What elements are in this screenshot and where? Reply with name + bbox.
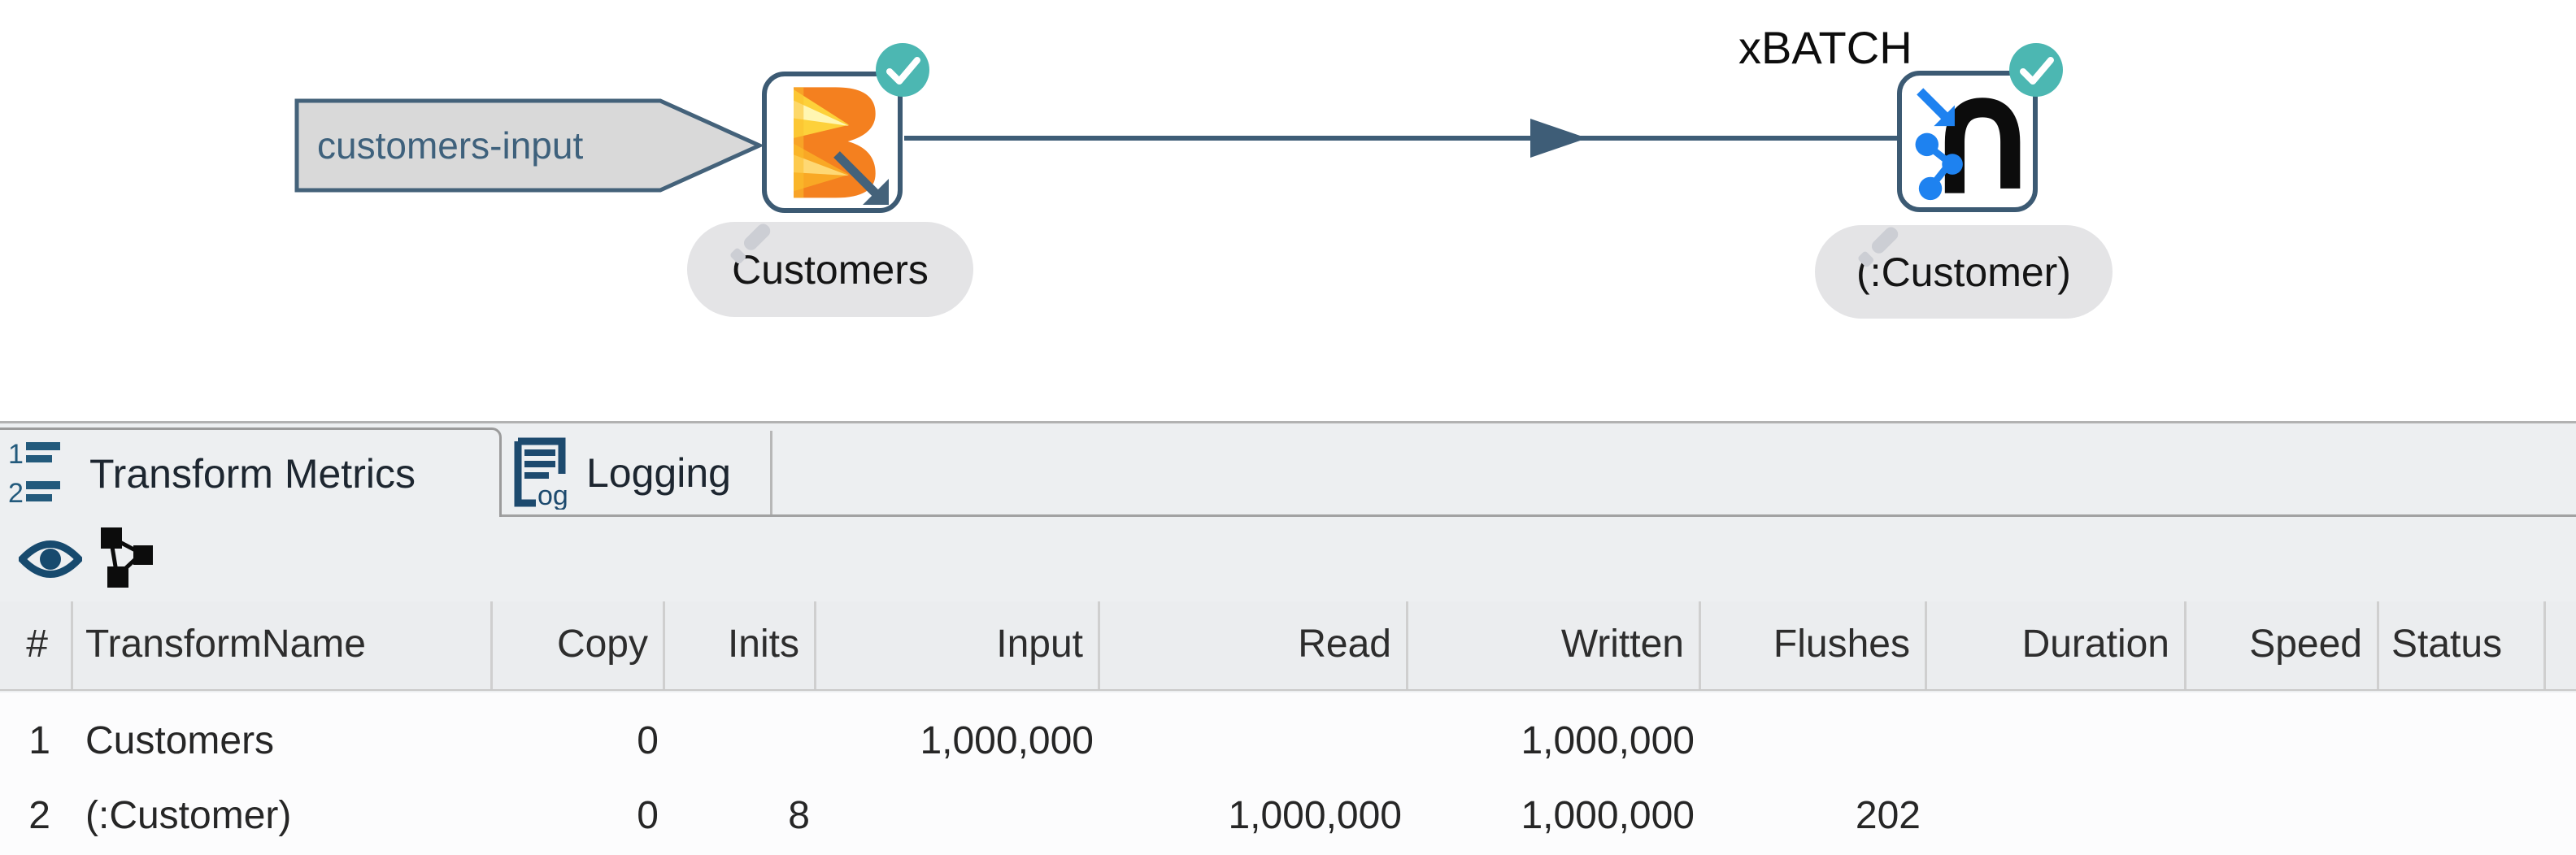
cell-read: 1,000,000 bbox=[1228, 794, 1402, 837]
cell-input bbox=[816, 779, 1100, 853]
success-check-icon bbox=[2009, 43, 2063, 97]
metrics-table-body: 1 Customers 0 1,000,000 1,000,000 2 (:Cu… bbox=[0, 692, 2576, 855]
cell-copy: 0 bbox=[637, 794, 659, 837]
edit-pencil-icon bbox=[730, 224, 771, 264]
input-callout[interactable]: customers-input bbox=[294, 98, 766, 193]
svg-text:1: 1 bbox=[8, 439, 24, 470]
cell-name: Customers bbox=[85, 719, 275, 762]
hop-line[interactable] bbox=[0, 0, 2576, 421]
cell-num: 2 bbox=[28, 794, 50, 837]
metrics-table-header: # TransformName Copy Inits Input Read Wr… bbox=[0, 601, 2576, 691]
cell-status bbox=[2379, 704, 2546, 779]
col-header-inits[interactable]: Inits bbox=[665, 601, 816, 689]
cell-inits: 8 bbox=[788, 794, 810, 837]
cell-name: (:Customer) bbox=[85, 794, 292, 837]
tabrow-divider bbox=[502, 514, 2576, 517]
output-arrow-icon bbox=[833, 151, 889, 205]
cell-num: 1 bbox=[28, 719, 50, 762]
table-row[interactable]: 1 Customers 0 1,000,000 1,000,000 bbox=[15, 704, 2576, 779]
transform-node-customers[interactable] bbox=[762, 72, 903, 213]
cell-input: 1,000,000 bbox=[920, 719, 1094, 762]
tab-label: Transform Metrics bbox=[89, 450, 416, 497]
node-label-text: Customers bbox=[732, 246, 929, 293]
cell-duration bbox=[1927, 704, 2187, 779]
cell-written: 1,000,000 bbox=[1521, 794, 1695, 837]
col-header-copy[interactable]: Copy bbox=[493, 601, 665, 689]
cell-speed bbox=[2187, 779, 2379, 853]
tab-logging[interactable]: og Logging bbox=[502, 431, 772, 514]
preview-eye-icon[interactable] bbox=[19, 536, 82, 583]
col-header-read[interactable]: Read bbox=[1100, 601, 1408, 689]
cell-flushes: 202 bbox=[1855, 794, 1921, 837]
neo4j-output-icon bbox=[1915, 88, 2021, 201]
cell-duration bbox=[1927, 779, 2187, 853]
callout-label: customers-input bbox=[317, 124, 583, 167]
node-label-text: (:Customer) bbox=[1856, 249, 2071, 295]
cell-speed bbox=[2187, 704, 2379, 779]
transform-node-customer-output[interactable] bbox=[1897, 71, 2038, 212]
cell-inits bbox=[665, 704, 816, 779]
tab-transform-metrics[interactable]: 1 2 Transform Metrics bbox=[0, 428, 502, 517]
hop-arrowhead bbox=[1530, 119, 1587, 158]
col-header-filler bbox=[2546, 601, 2576, 689]
table-row[interactable]: 2 (:Customer) 0 8 1,000,000 1,000,000 20… bbox=[15, 779, 2576, 853]
cell-read bbox=[1100, 704, 1408, 779]
pipeline-canvas[interactable]: customers-input bbox=[0, 0, 2576, 421]
col-header-speed[interactable]: Speed bbox=[2187, 601, 2379, 689]
cell-flushes bbox=[1701, 704, 1927, 779]
node-label-customers[interactable]: Customers bbox=[687, 222, 973, 317]
log-document-icon: og bbox=[514, 437, 568, 510]
cell-status bbox=[2379, 779, 2546, 853]
callout-shape bbox=[294, 98, 765, 193]
lineage-graph-icon[interactable] bbox=[96, 526, 156, 589]
tab-label: Logging bbox=[586, 449, 731, 496]
cell-written: 1,000,000 bbox=[1521, 719, 1695, 762]
numbered-list-icon: 1 2 bbox=[8, 439, 60, 509]
success-check-icon bbox=[876, 43, 929, 97]
beam-transform-icon bbox=[794, 87, 876, 198]
node-label-customer-output[interactable]: (:Customer) bbox=[1815, 225, 2113, 319]
col-header-input[interactable]: Input bbox=[816, 601, 1100, 689]
col-header-flushes[interactable]: Flushes bbox=[1701, 601, 1927, 689]
col-header-duration[interactable]: Duration bbox=[1927, 601, 2187, 689]
col-header-written[interactable]: Written bbox=[1408, 601, 1701, 689]
col-header-name[interactable]: TransformName bbox=[73, 601, 493, 689]
node-annotation-xbatch: xBATCH bbox=[1738, 22, 1912, 73]
col-header-num[interactable]: # bbox=[0, 601, 73, 689]
svg-text:og: og bbox=[537, 480, 568, 510]
execution-results-panel: 1 2 Transform Metrics og Logging bbox=[0, 421, 2576, 855]
cell-copy: 0 bbox=[637, 719, 659, 762]
col-header-status[interactable]: Status bbox=[2379, 601, 2546, 689]
edit-pencil-icon bbox=[1858, 227, 1899, 267]
svg-text:2: 2 bbox=[8, 478, 24, 509]
